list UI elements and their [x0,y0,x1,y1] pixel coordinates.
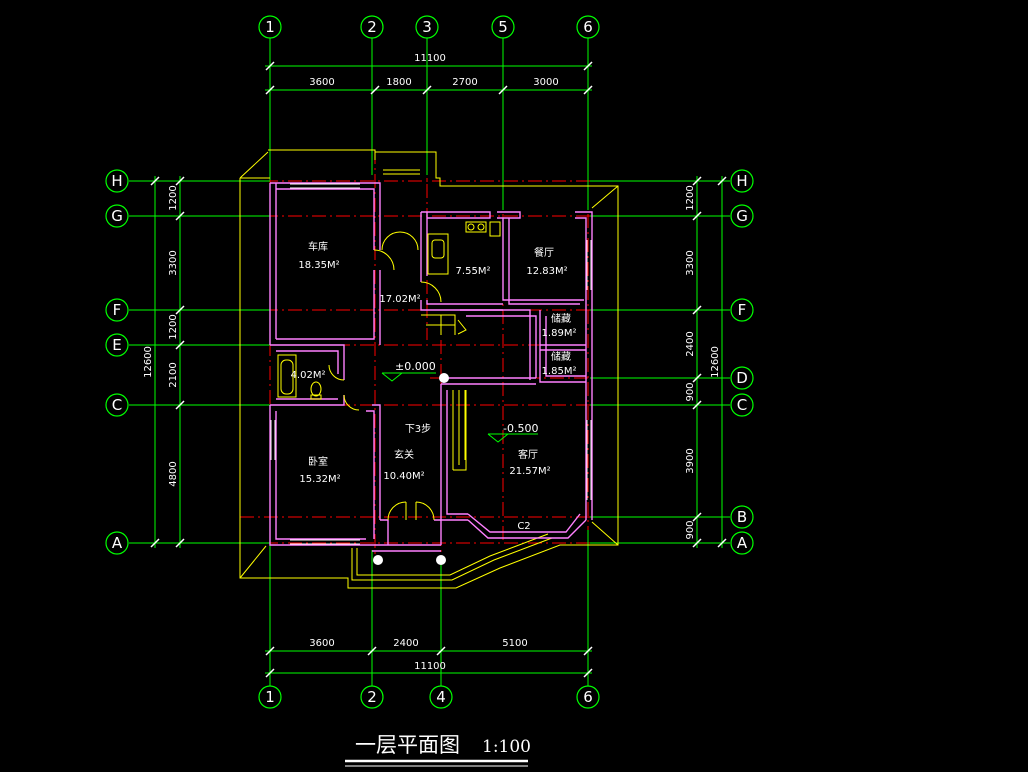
axis-label-left: G [111,207,123,225]
dimension-ticks [150,61,727,678]
axis-label-right: D [736,369,748,387]
columns [373,373,449,565]
window-label: C2 [517,521,530,532]
dim-top: 2700 [452,77,477,88]
dim-left: 3300 [168,250,179,275]
room-area: 1.89M² [542,328,577,339]
level-markers [381,372,538,443]
drawing-title: 一层平面图 [355,733,460,757]
axis-label-left: C [112,396,122,414]
dim-top: 3600 [309,77,334,88]
dim-top-total: 11100 [414,53,446,64]
room-area: 17.02M² [379,294,420,305]
dim-right-total: 12600 [710,346,721,378]
level-main: ±0.000 [395,360,436,373]
axis-lines [129,38,730,686]
dim-top: 3000 [533,77,558,88]
dim-right: 3900 [685,448,696,473]
dim-left: 4800 [168,461,179,486]
room-area: 12.83M² [526,266,567,277]
axis-label-top: 2 [367,18,377,36]
dim-bottom: 5100 [502,638,527,649]
dim-top: 1800 [386,77,411,88]
windows [270,183,592,545]
axis-label-right: H [736,172,747,190]
dim-bottom: 2400 [393,638,418,649]
dim-right: 1200 [685,185,696,210]
room-area: 7.55M² [456,266,491,277]
axis-label-left: H [111,172,122,190]
level-living: -0.500 [503,422,538,435]
drawing-scale: 1:100 [482,737,531,757]
axis-label-top: 1 [265,18,275,36]
axis-label-left: F [113,301,122,319]
dim-right: 3300 [685,250,696,275]
roof-outline [239,149,619,589]
dimension-texts: 11100 3600 1800 2700 3000 3600 2400 5100… [143,53,721,672]
room-area: 4.02M² [291,370,326,381]
axis-label-top: 3 [422,18,432,36]
dim-bottom-total: 11100 [414,661,446,672]
axis-label-bottom: 2 [367,688,377,706]
fixtures [277,221,501,471]
walls [269,182,593,552]
axis-label-top: 6 [583,18,593,36]
room-name: 客厅 [518,448,538,461]
axis-label-left: E [112,336,121,354]
doors [328,231,442,521]
axis-label-bottom: 4 [436,688,446,706]
axis-label-right: B [737,508,747,526]
axis-bubbles [105,15,754,709]
dim-bottom: 3600 [309,638,334,649]
axis-label-bottom: 6 [583,688,593,706]
room-labels: 车库 18.35M² 17.02M² 7.55M² 餐厅 12.83M² 储藏 … [291,240,577,485]
dim-right: 2400 [685,331,696,356]
axis-label-top: 5 [498,18,508,36]
room-name: 玄关 [394,448,414,461]
dim-left: 2100 [168,362,179,387]
axis-label-right: A [737,534,748,552]
dim-left-total: 12600 [143,346,154,378]
dim-right: 900 [685,382,696,401]
room-area: 15.32M² [299,474,340,485]
room-name: 卧室 [308,455,328,468]
room-name: 储藏 [551,350,571,363]
dim-right: 900 [685,520,696,539]
axis-label-right: F [738,301,747,319]
room-area: 10.40M² [383,471,424,482]
axis-label-right: C [737,396,747,414]
room-name: 餐厅 [534,246,554,259]
room-area: 21.57M² [509,466,550,477]
room-name: 车库 [308,240,328,253]
steps-label: 下3步 [405,423,431,435]
dim-left: 1200 [168,314,179,339]
axis-labels: 1 2 3 5 6 1 2 4 6 H G F E C A H G F D C … [111,18,748,706]
axis-label-left: A [112,534,123,552]
axis-label-right: G [736,207,748,225]
room-area: 1.85M² [542,366,577,377]
axis-label-bottom: 1 [265,688,275,706]
room-area: 18.35M² [298,260,339,271]
dim-left: 1200 [168,185,179,210]
room-name: 储藏 [551,312,571,325]
